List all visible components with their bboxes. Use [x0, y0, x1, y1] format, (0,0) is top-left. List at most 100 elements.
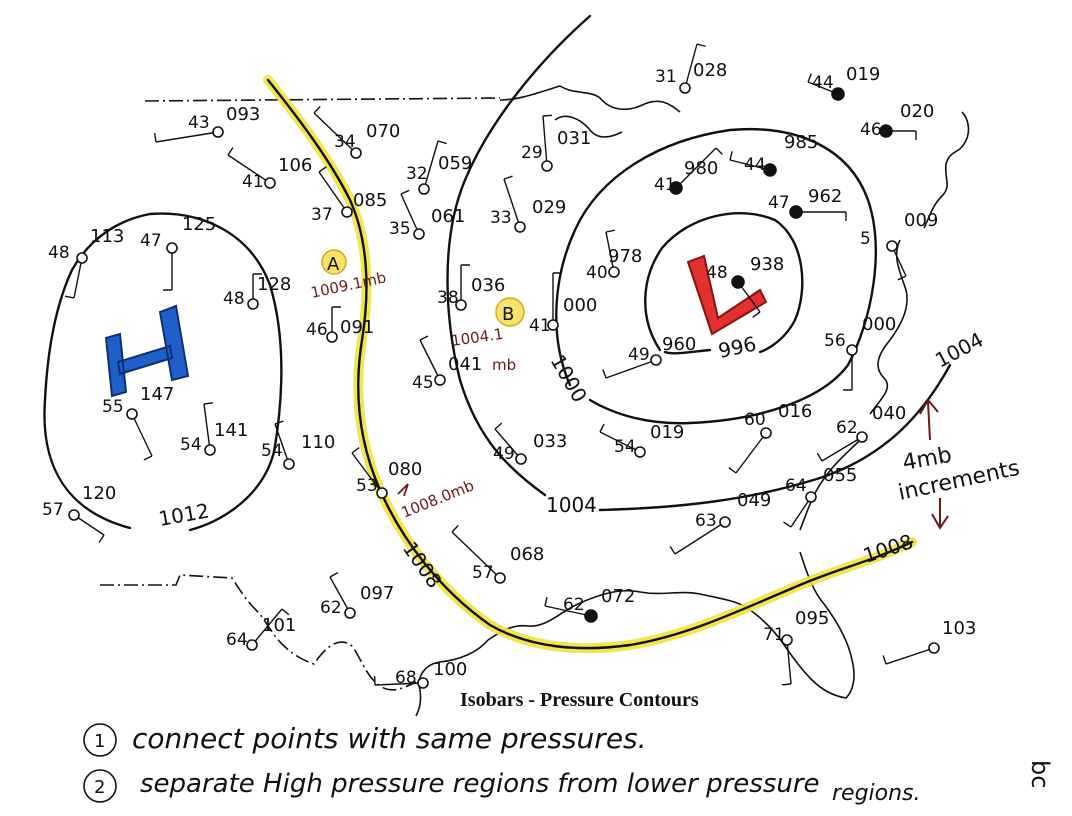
point-b-marker: B: [495, 297, 525, 327]
station-temperature: 49: [628, 345, 650, 365]
wind-barb: [675, 147, 723, 189]
station-temperature: 47: [140, 231, 162, 251]
station-temperature: 55: [102, 397, 124, 417]
wind-barb: [423, 140, 447, 190]
wind-barb: [602, 359, 657, 379]
station-circle: [679, 82, 691, 94]
increments-note: 4mb increments: [896, 398, 1022, 530]
station-temperature: 41: [242, 172, 264, 192]
great-lakes-shoreline-2: [554, 115, 623, 138]
isobar-1004-outer: [446, 14, 592, 497]
wind-barb: [153, 131, 219, 143]
wind-barb: [552, 272, 562, 325]
station-temperature: 57: [42, 500, 64, 520]
wind-barb: [73, 514, 105, 543]
wind-barb: [669, 521, 726, 555]
station-pressure: 020: [900, 101, 934, 122]
high-pressure-center: H: [104, 304, 190, 398]
wind-barb: [451, 525, 501, 579]
station-temperature: 64: [226, 630, 248, 650]
wind-barb: [729, 151, 771, 171]
instruction-1-number: 1: [94, 731, 105, 752]
isobar-1008-highlight: [263, 75, 917, 654]
station-pressure: 100: [433, 659, 467, 680]
station-pressure: 000: [862, 314, 896, 335]
station-circle: [760, 427, 772, 439]
wind-barb: [318, 166, 348, 213]
station-temperature: 62: [563, 595, 585, 615]
isobar-label-1004-east: 1004: [931, 327, 987, 372]
station-circle: [650, 354, 662, 366]
low-pressure-center: L: [686, 254, 768, 336]
wind-barb: [65, 257, 83, 299]
station-pressure: 085: [353, 190, 387, 211]
note-point-c-pressure: 1008.0mb: [399, 476, 477, 521]
station-temperature: 43: [188, 113, 210, 133]
station-circle: [455, 299, 467, 311]
station-temperature: 29: [521, 143, 543, 163]
instruction-1-number-circle: [83, 723, 117, 757]
isobar-1008: [266, 78, 914, 650]
station-circle: [669, 181, 683, 195]
station-pressure: 106: [278, 155, 312, 176]
wind-barb: [684, 43, 706, 89]
wind-barb: [329, 572, 351, 614]
station-pressure: 072: [601, 586, 635, 607]
station-pressure: 093: [226, 104, 260, 125]
station-circle: [541, 160, 553, 172]
station-temperature: 41: [529, 316, 551, 336]
station-circle: [856, 431, 868, 443]
weather-station: 62 040: [816, 403, 906, 462]
high-symbol-h: [104, 304, 190, 398]
station-temperature: 56: [824, 331, 846, 351]
station-pressure: 120: [82, 483, 116, 504]
low-symbol-l: [686, 254, 768, 336]
station-circle: [547, 319, 559, 331]
station-temperature: 57: [472, 563, 494, 583]
gulf-coast: [487, 551, 855, 699]
station-temperature: 34: [334, 132, 356, 152]
station-circle: [264, 177, 276, 189]
arrow-to-station: [397, 483, 409, 497]
station-circle: [283, 458, 295, 470]
wind-barb: [227, 147, 271, 184]
wind-barb: [781, 639, 792, 686]
weather-station: 29 031: [521, 114, 591, 172]
station-temperature: 48: [48, 243, 70, 263]
station-temperature: 54: [614, 437, 636, 457]
station-circle: [417, 677, 429, 689]
station-circle: [886, 240, 898, 252]
station-circle: [376, 487, 388, 499]
station-circle: [350, 147, 362, 159]
station-circle: [879, 124, 893, 138]
point-a-circle: [321, 249, 347, 275]
weather-station: 43 093: [153, 104, 260, 143]
station-circle: [608, 266, 620, 278]
station-circle: [731, 275, 745, 289]
station-pressure: 031: [557, 128, 591, 149]
station-temperature: 62: [836, 418, 858, 438]
station-pressure: 113: [90, 226, 124, 247]
wind-barb: [400, 189, 420, 235]
wind-barb: [816, 436, 863, 462]
station-temperature: 35: [389, 219, 411, 239]
isobar-label-996: 996: [716, 331, 758, 362]
station-pressure: 147: [140, 384, 174, 405]
station-pressure: 040: [872, 403, 906, 424]
great-lakes-shoreline: [499, 85, 681, 113]
station-temperature: 64: [785, 476, 807, 496]
instruction-2-text: separate High pressure regions from lowe…: [140, 769, 820, 799]
increments-arrow-up: [919, 398, 939, 441]
